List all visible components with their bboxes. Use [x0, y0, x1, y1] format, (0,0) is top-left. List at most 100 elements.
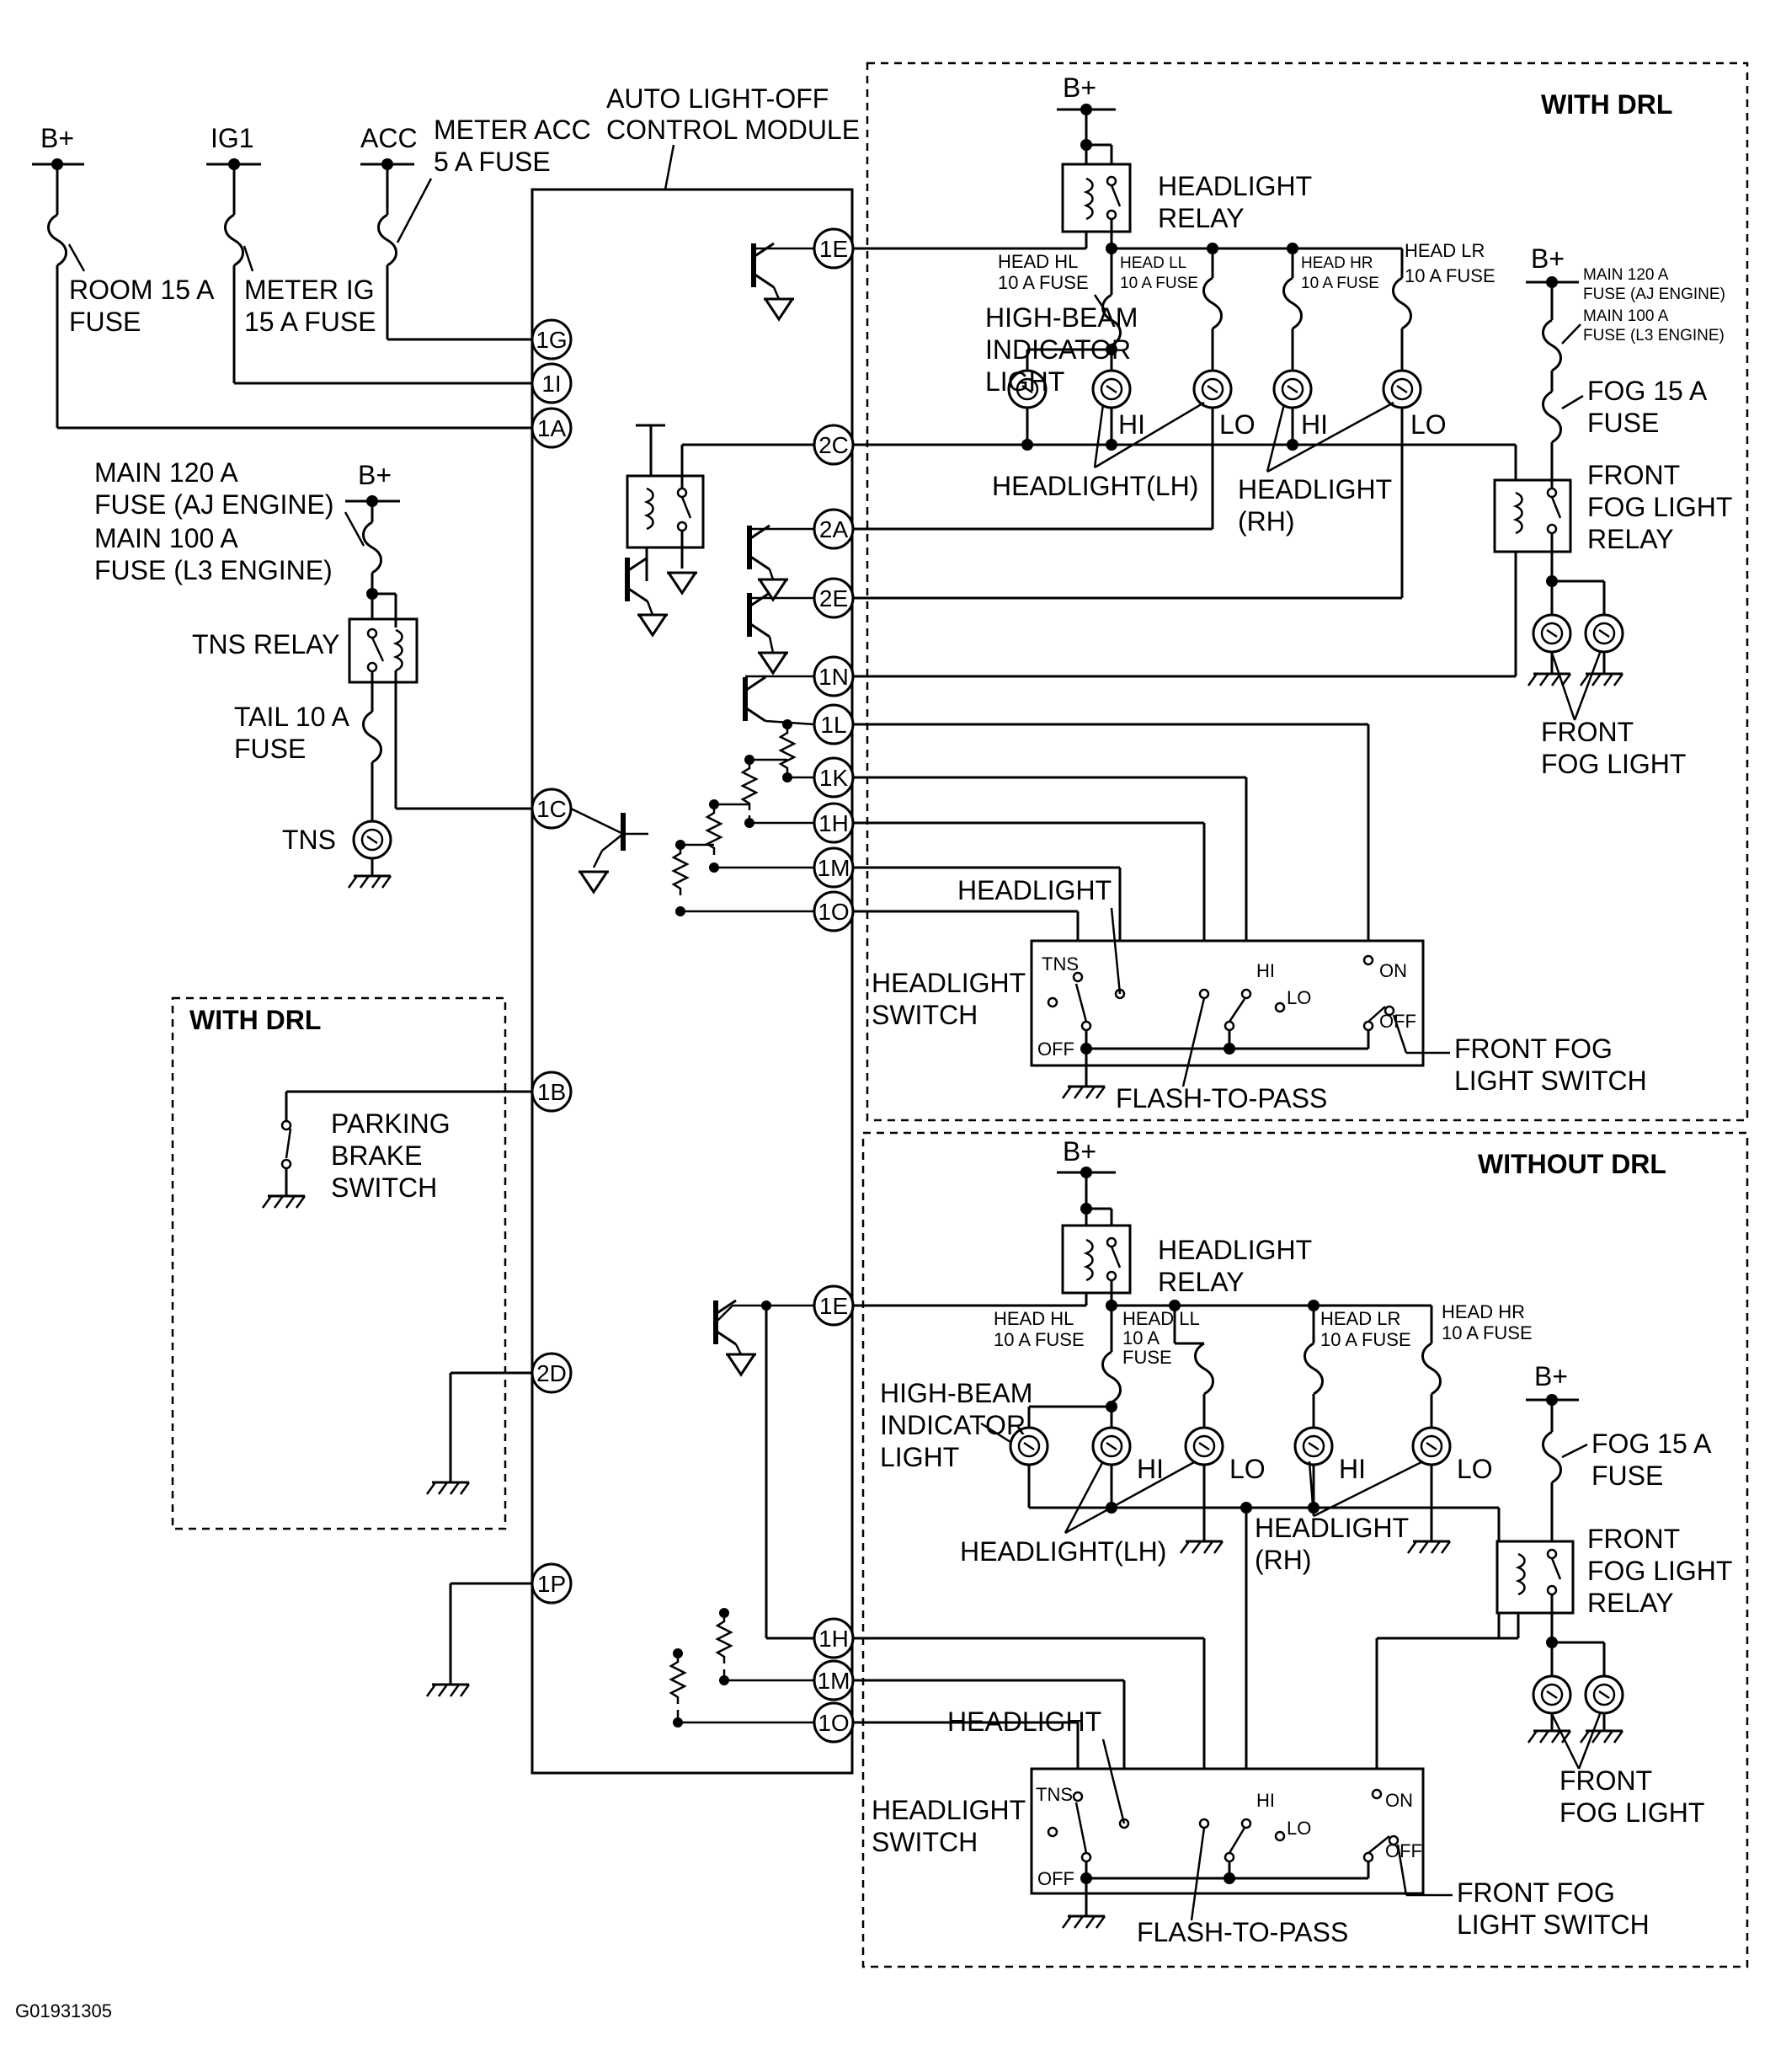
nodrl-fog-bplus: B+ [1534, 1361, 1568, 1391]
drl-head-lr-line2: 10 A FUSE [1405, 265, 1495, 286]
drl-sw-tns: TNS [1042, 953, 1079, 975]
svg-text:2E: 2E [819, 585, 848, 611]
drl-pin-2C: 2C [813, 424, 855, 466]
drl-fog-fuse-line2: FUSE [1587, 408, 1659, 438]
tns-lamp-label: TNS [282, 825, 336, 855]
acc-label: ACC [360, 123, 418, 153]
nodrl-headlight-lh: HEADLIGHT(LH) [960, 1536, 1166, 1567]
drl-head-ll-line2: 10 A FUSE [1120, 275, 1198, 292]
drl-sw-line1: HEADLIGHT [872, 968, 1026, 998]
drl-ffr-line3: RELAY [1587, 524, 1674, 554]
drl-ffs-line2: LIGHT SWITCH [1454, 1065, 1647, 1096]
nodrl-ffs-line1: FRONT FOG [1457, 1877, 1615, 1908]
tail-fuse-line2: FUSE [234, 734, 306, 764]
main-fuse-line4: FUSE (L3 ENGINE) [94, 555, 333, 585]
drl-fog-bplus: B+ [1531, 243, 1565, 274]
nodrl-relay-line1: HEADLIGHT [1158, 1235, 1312, 1265]
svg-text:1O: 1O [818, 1710, 849, 1736]
svg-text:1P: 1P [537, 1571, 566, 1597]
svg-text:2C: 2C [818, 432, 849, 458]
nodrl-fog-fuse-line1: FOG 15 A [1591, 1429, 1712, 1459]
nodrl-head-hr-line2: 10 A FUSE [1442, 1322, 1533, 1343]
svg-text:1E: 1E [819, 1293, 848, 1319]
nodrl-pin-1M: 1M [813, 1659, 855, 1701]
svg-text:2D: 2D [536, 1360, 567, 1386]
main-fuse-line2: FUSE (AJ ENGINE) [94, 489, 333, 520]
drl-hi-lh: HI [1118, 409, 1145, 440]
without-drl-section: WITHOUT DRL 1E 1H 1M 1O B+ HEADLIGHT REL… [669, 1131, 1749, 1968]
svg-text:1N: 1N [818, 664, 849, 690]
drl-hb-line2: INDICATOR [985, 334, 1131, 365]
pin-1C: 1C [530, 788, 573, 830]
drl-head-hl-line2: 10 A FUSE [998, 272, 1089, 293]
nodrl-head-ll-line2: 10 A [1122, 1327, 1160, 1348]
nodrl-sw-lo: LO [1287, 1818, 1311, 1839]
svg-text:1G: 1G [536, 327, 567, 353]
drl-ffr-line2: FOG LIGHT [1587, 492, 1732, 522]
nodrl-title: WITHOUT DRL [1478, 1149, 1666, 1179]
nodrl-hi-rh: HI [1339, 1454, 1366, 1484]
drl-relay-line2: RELAY [1158, 203, 1245, 233]
supply-section: B+ ROOM 15 A FUSE IG1 METER IG 15 A FUSE… [32, 115, 591, 889]
drl-headlight-rh-line2: (RH) [1238, 506, 1295, 537]
nodrl-pin-1E: 1E [813, 1284, 855, 1327]
pin-1B: 1B [530, 1071, 573, 1113]
nodrl-head-ll-line3: FUSE [1122, 1347, 1172, 1368]
nodrl-hi-lh: HI [1137, 1454, 1164, 1484]
nodrl-sw-hi: HI [1256, 1790, 1275, 1811]
drl-head-hr-line2: 10 A FUSE [1301, 275, 1379, 292]
module-title-line1: AUTO LIGHT-OFF [606, 83, 829, 114]
tns-transistor [570, 807, 648, 894]
drl-pin-1M: 1M [813, 846, 855, 889]
drl-head-hr-line1: HEAD HR [1301, 254, 1373, 272]
nodrl-lo-lh: LO [1229, 1454, 1266, 1484]
tail-fuse-line1: TAIL 10 A [234, 702, 350, 732]
svg-text:1M: 1M [818, 855, 850, 881]
drl-headlight-lh: HEADLIGHT(LH) [992, 471, 1198, 501]
svg-text:1K: 1K [819, 765, 849, 791]
drl-fog-main-line2: FUSE (AJ ENGINE) [1583, 286, 1725, 303]
nodrl-switch-contacts [1047, 1788, 1399, 1863]
nodrl-hb-line1: HIGH-BEAM [880, 1378, 1032, 1408]
pin-1P: 1P [530, 1562, 573, 1605]
parking-brake-line2: BRAKE [331, 1140, 422, 1171]
drl-pin-1N: 1N [813, 655, 855, 697]
bplus-main-label: B+ [358, 460, 392, 490]
drl-fog-main-line3: MAIN 100 A [1583, 307, 1669, 325]
svg-text:1H: 1H [818, 1626, 849, 1652]
svg-text:1H: 1H [818, 810, 849, 836]
control-module: AUTO LIGHT-OFF CONTROL MODULE [530, 83, 860, 1775]
drl-head-hl-line1: HEAD HL [998, 251, 1078, 272]
ig1-label: IG1 [211, 123, 254, 153]
nodrl-lo-rh: LO [1457, 1454, 1493, 1484]
parking-brake-line1: PARKING [331, 1108, 450, 1139]
drl-sw-off: OFF [1037, 1039, 1074, 1060]
nodrl-head-lr-line2: 10 A FUSE [1320, 1329, 1411, 1350]
nodrl-bplus-label: B+ [1063, 1136, 1096, 1167]
nodrl-hb-line2: INDICATOR [880, 1410, 1026, 1440]
nodrl-ffl-line2: FOG LIGHT [1559, 1797, 1704, 1828]
nodrl-head-ll-line1: HEAD LL [1122, 1308, 1200, 1329]
meter-ig-fuse-line2: 15 A FUSE [244, 307, 376, 337]
nodrl-pin-1O: 1O [813, 1701, 855, 1744]
drl-pin-1O: 1O [813, 890, 855, 932]
svg-text:1I: 1I [541, 371, 561, 397]
svg-text:1L: 1L [820, 712, 846, 738]
drl-ffr-line1: FRONT [1587, 460, 1680, 490]
drl-relay-line1: HEADLIGHT [1158, 171, 1312, 201]
drl-pin-1H: 1H [813, 802, 855, 844]
parking-brake-line3: SWITCH [331, 1172, 437, 1203]
nodrl-sw-line1: HEADLIGHT [872, 1795, 1026, 1825]
module-pins-left: 1G 1I 1A 1C 1B 2D 1P [530, 318, 573, 1605]
drl-fog-main-line4: FUSE (L3 ENGINE) [1583, 327, 1725, 344]
pin-1I: 1I [530, 362, 573, 404]
nodrl-head-lr-line1: HEAD LR [1320, 1308, 1400, 1329]
drl-ffl-line2: FOG LIGHT [1541, 749, 1686, 779]
pin-1A: 1A [530, 407, 573, 449]
with-drl-section: WITH DRL 1E 2C 2A 2E 1N 1L 1K 1H 1M 1O [627, 61, 1749, 1122]
meter-ig-fuse-line1: METER IG [244, 275, 375, 305]
drl-sw-on: ON [1379, 960, 1407, 981]
drl-sw-lo: LO [1287, 987, 1311, 1008]
nodrl-headlight-rh-line2: (RH) [1255, 1545, 1312, 1575]
